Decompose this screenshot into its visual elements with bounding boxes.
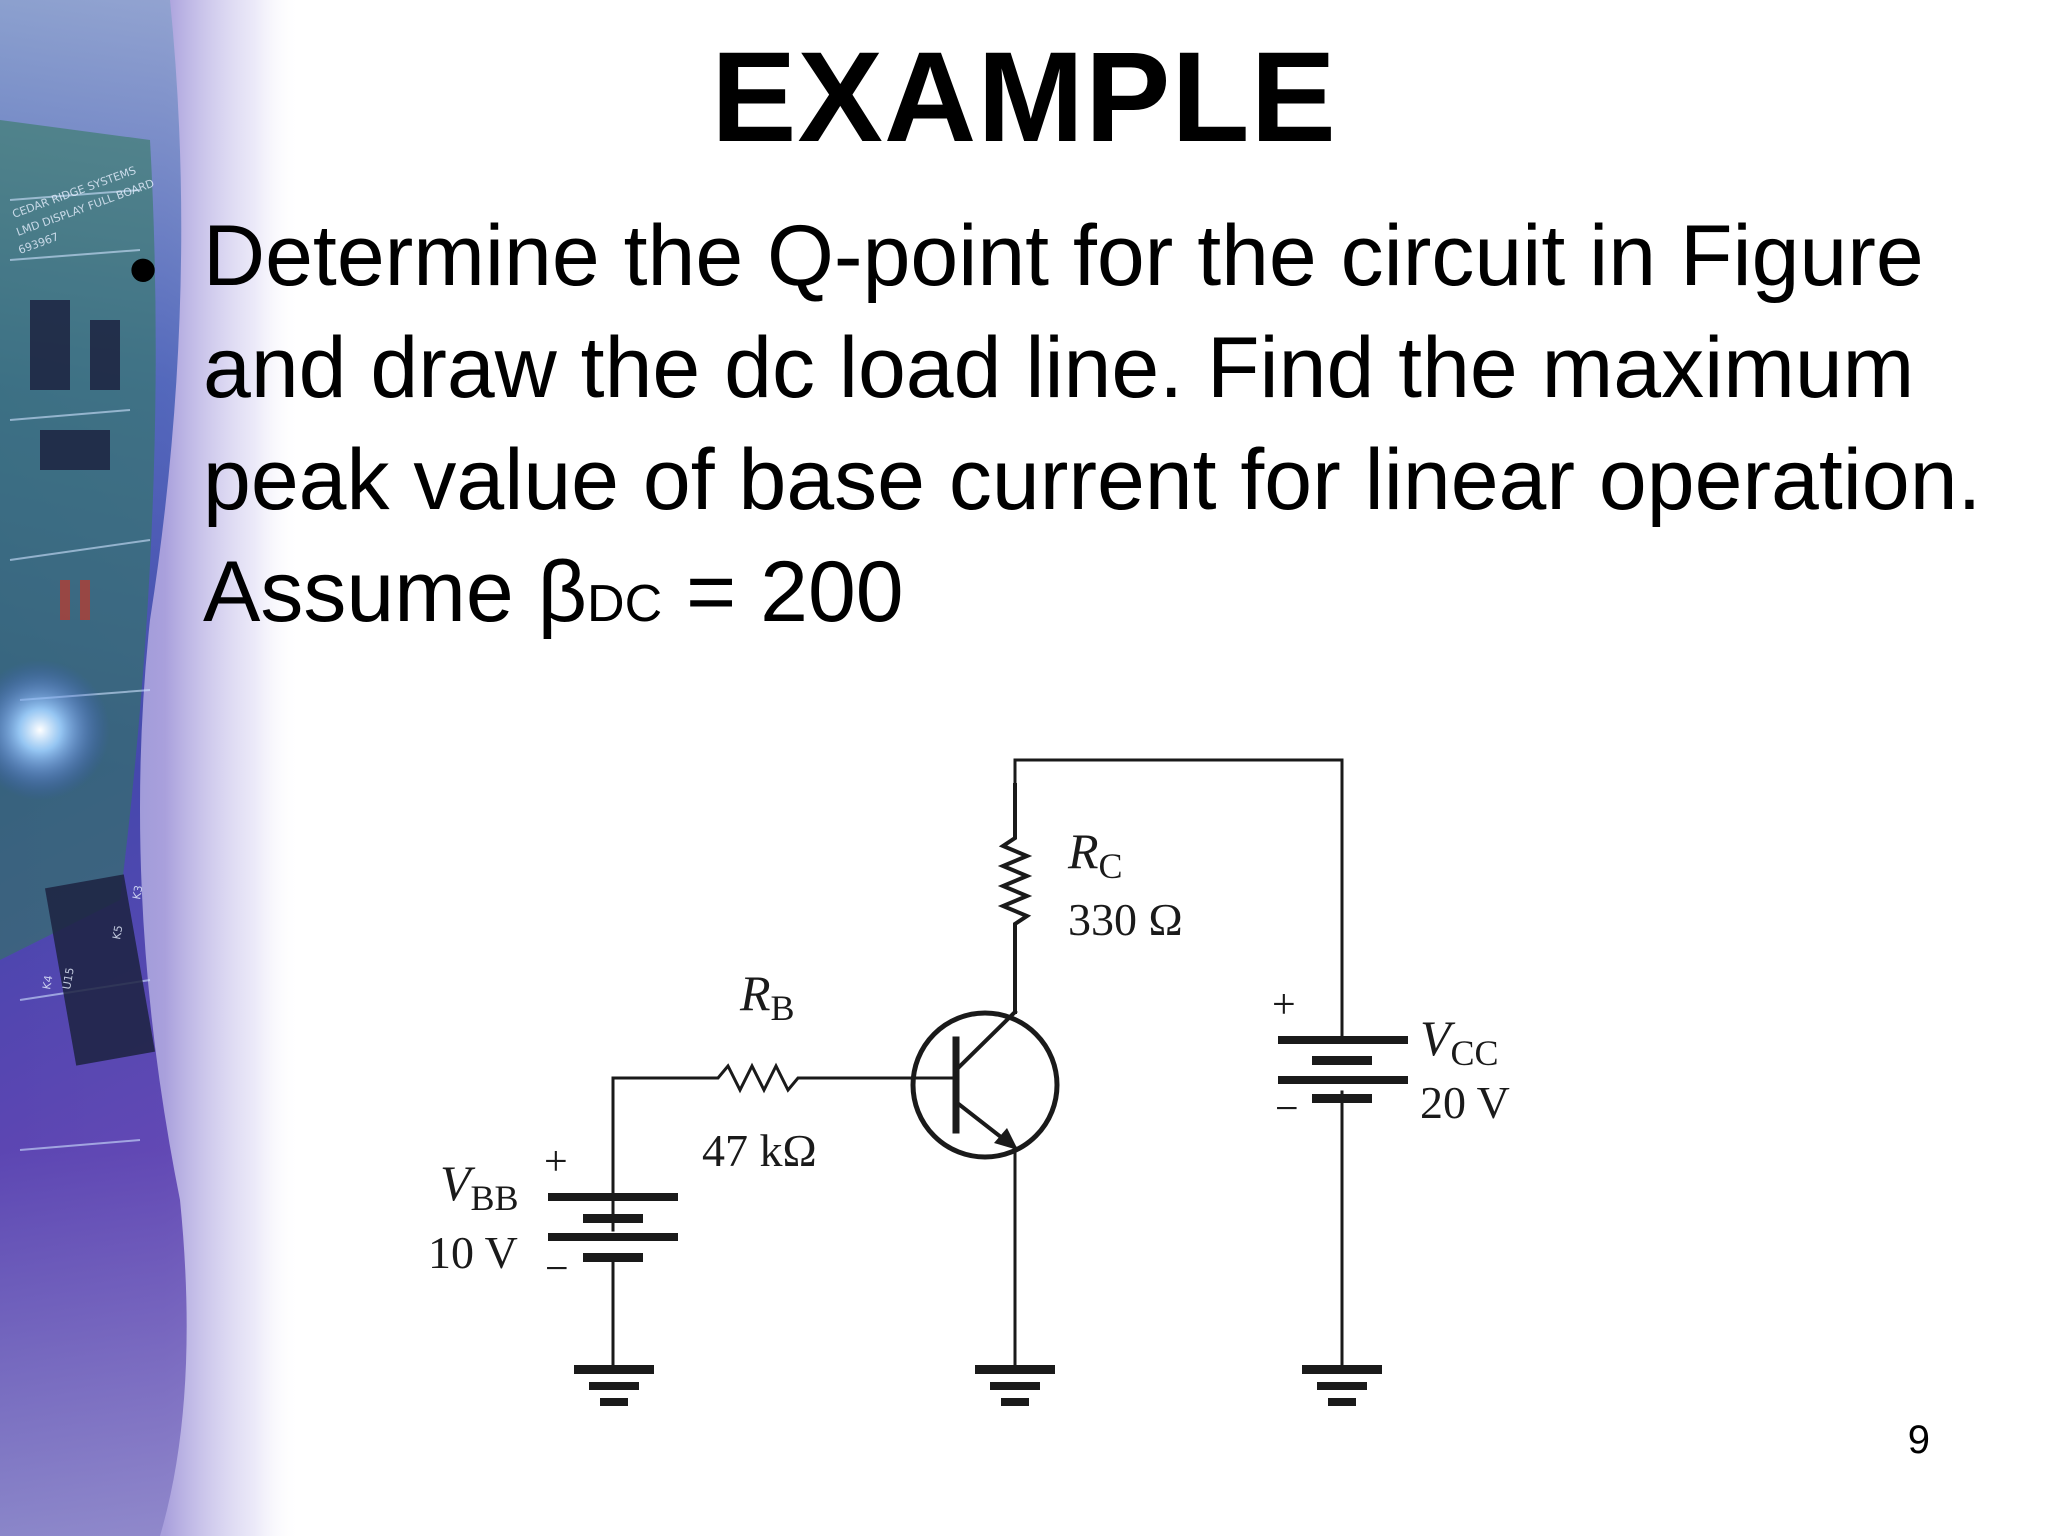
rc-resistor bbox=[997, 783, 1033, 1014]
vcc-label: VCC bbox=[1420, 1010, 1499, 1073]
beta-value: = 200 bbox=[662, 544, 904, 640]
circuit-board-background-art: CEDAR RIDGE SYSTEMS LMD DISPLAY FULL BOA… bbox=[0, 0, 300, 1536]
rc-value: 330 Ω bbox=[1068, 894, 1183, 945]
ground-icon bbox=[1302, 1365, 1382, 1406]
beta-symbol: β bbox=[537, 544, 588, 640]
emitter-arrow-icon bbox=[994, 1128, 1018, 1150]
board-text: U15 bbox=[60, 967, 77, 991]
vcc-value: 20 V bbox=[1420, 1077, 1510, 1128]
bullet-marker: • bbox=[128, 222, 159, 318]
vcc-plus-sign: + bbox=[1272, 982, 1296, 1028]
beta-subscript: DC bbox=[587, 575, 663, 633]
rb-resistor-wire bbox=[611, 1062, 958, 1232]
vcc-minus-sign: − bbox=[1275, 1086, 1299, 1132]
ground-icon bbox=[975, 1365, 1055, 1406]
vbb-battery bbox=[548, 1193, 678, 1262]
problem-text: Determine the Q-point for the circuit in… bbox=[203, 208, 1982, 640]
transistor-body bbox=[910, 1010, 1060, 1160]
board-text: K3 bbox=[130, 884, 145, 900]
page-number: 9 bbox=[1907, 1418, 1930, 1462]
vbb-value: 10 V bbox=[428, 1227, 518, 1278]
ground-icon bbox=[574, 1365, 654, 1406]
board-text: K4 bbox=[40, 974, 55, 990]
vbb-minus-sign: − bbox=[545, 1246, 569, 1292]
rb-value: 47 kΩ bbox=[702, 1125, 817, 1176]
top-wire bbox=[1013, 758, 1344, 1022]
rb-label: RB bbox=[739, 965, 795, 1028]
vbb-plus-sign: + bbox=[544, 1139, 568, 1185]
vbb-label: VBB bbox=[440, 1155, 519, 1218]
rc-label: RC bbox=[1067, 823, 1123, 886]
transistor-collector bbox=[953, 1009, 1018, 1073]
slide-title: EXAMPLE bbox=[711, 26, 1337, 169]
problem-statement: Determine the Q-point for the circuit in… bbox=[203, 200, 1983, 660]
board-text: K5 bbox=[110, 924, 125, 940]
vcc-battery bbox=[1278, 1036, 1408, 1103]
